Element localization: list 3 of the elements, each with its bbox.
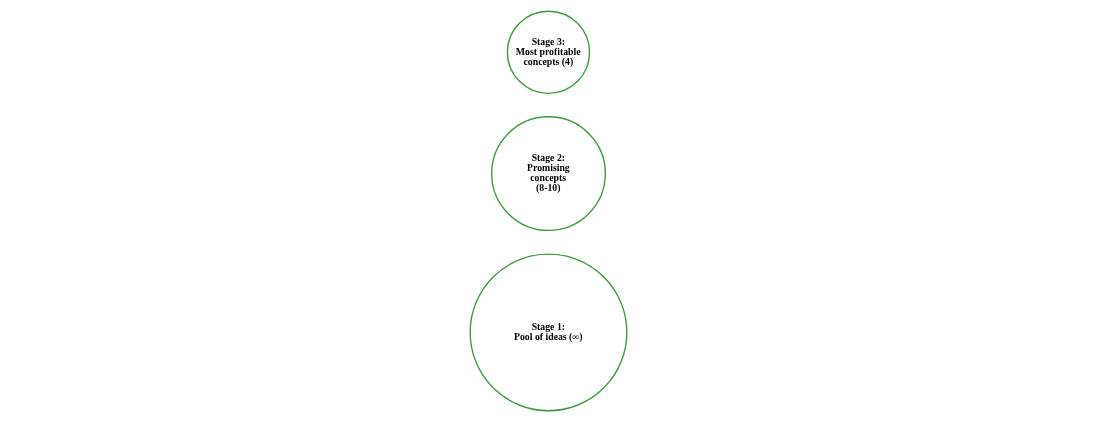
node-circle: Stage 3: Most profitable concepts (4)	[506, 10, 591, 94]
node-circle: Stage 2: Promising concepts (8-10)	[491, 115, 606, 231]
node-circle: Stage 1: Pool of ideas (∞)	[469, 252, 628, 411]
